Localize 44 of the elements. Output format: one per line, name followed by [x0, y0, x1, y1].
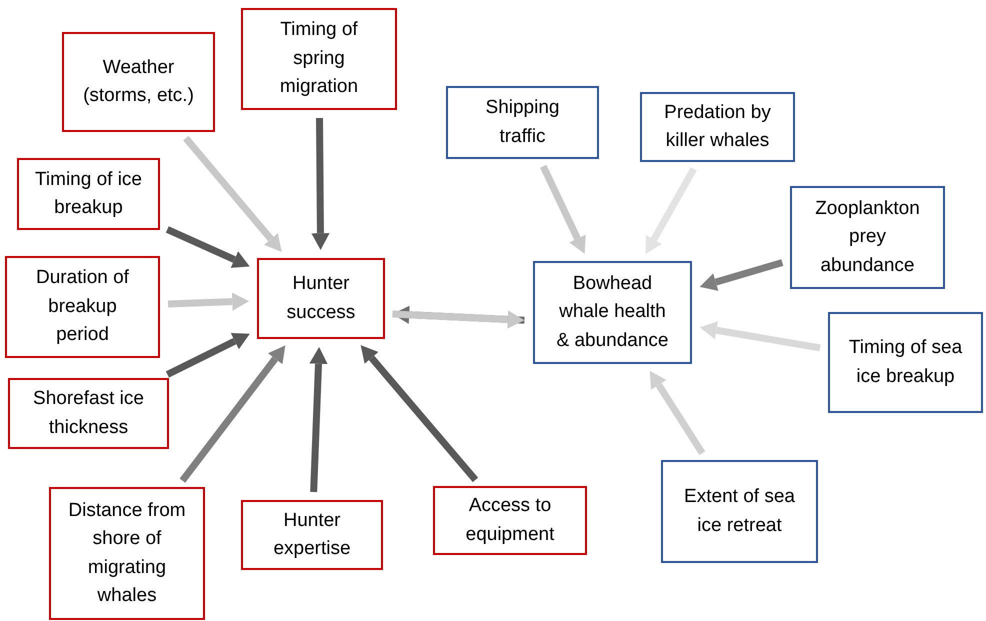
factor-box [257, 258, 385, 339]
factor-box [790, 186, 945, 289]
node-label: Shorefast ice thickness [32, 387, 145, 440]
node-label: Zooplankton prey abundance [814, 196, 921, 278]
factor-box [433, 486, 587, 555]
arrow [166, 226, 250, 268]
arrow [392, 310, 524, 329]
arrow [166, 333, 250, 378]
node-label: Hunter success [286, 272, 356, 324]
node-label: Bowhead whale health & abundance [556, 272, 670, 353]
factor-box [828, 312, 983, 413]
node-label: Distance from shore of migrating whales [67, 498, 187, 608]
factor-box [446, 86, 599, 159]
factor-box [661, 460, 818, 563]
factor-box [8, 378, 169, 449]
factor-box [533, 261, 692, 364]
arrow [311, 118, 330, 250]
node-label: Timing of ice breakup [34, 168, 143, 220]
factor-box [241, 8, 397, 110]
factor-box [241, 500, 383, 570]
node-label: Predation by killer whales [663, 100, 772, 153]
arrow [646, 167, 697, 254]
node-label: Shipping traffic [484, 96, 560, 148]
node-label: Weather (storms, etc.) [82, 56, 195, 108]
factor-box [640, 92, 795, 162]
arrow [183, 136, 282, 252]
arrow [700, 259, 784, 291]
arrow [700, 321, 821, 352]
node-label: Timing of sea ice breakup [848, 336, 964, 388]
arrow [309, 347, 328, 492]
factor-box [49, 487, 205, 620]
node-label: Hunter expertise [272, 508, 352, 561]
node-label: Timing of spring migration [278, 18, 360, 100]
node-label: Duration of breakup period [35, 266, 130, 348]
arrow [168, 292, 249, 311]
factor-box [17, 158, 160, 230]
node-label: Extent of sea ice retreat [683, 485, 796, 538]
factor-box [62, 32, 215, 132]
arrow [360, 345, 478, 482]
factor-box [5, 256, 160, 358]
arrow [540, 164, 586, 254]
arrow [180, 345, 286, 483]
arrow [650, 370, 706, 456]
node-label: Access to equipment [464, 494, 556, 546]
